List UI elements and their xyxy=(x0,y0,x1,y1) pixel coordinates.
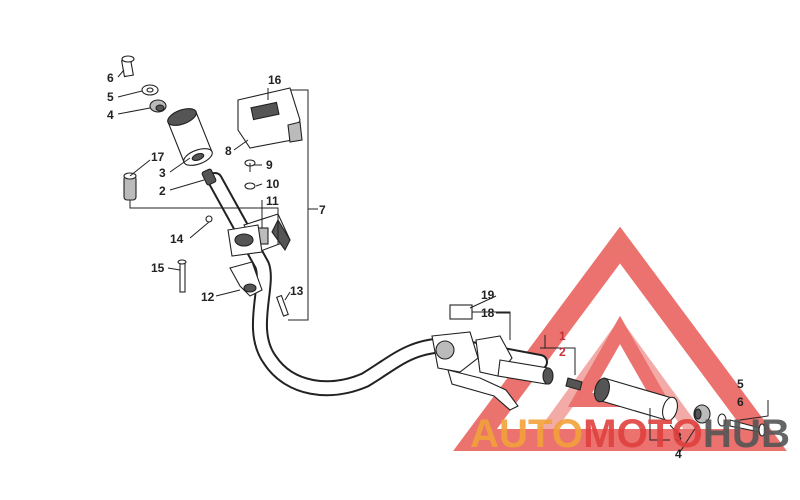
callout-14: 14 xyxy=(170,232,184,246)
bracket-17 xyxy=(129,200,279,245)
watermark-auto: AUTO xyxy=(470,412,583,456)
callout-17: 17 xyxy=(151,150,165,164)
callout-13: 13 xyxy=(290,284,304,298)
handlebar-tube-inner xyxy=(209,174,546,395)
part-end-cap-right xyxy=(693,404,711,424)
callout-11: 11 xyxy=(266,194,279,208)
bracket-18-19 xyxy=(472,311,511,340)
part-screw-9 xyxy=(244,159,256,172)
part-label-19 xyxy=(449,304,473,320)
part-insert-right xyxy=(565,377,583,391)
callout-12: 12 xyxy=(201,290,215,304)
bracket-1-2 xyxy=(544,335,576,375)
callout-18: 18 xyxy=(481,306,495,320)
part-cylinder xyxy=(123,172,137,201)
part-grip-right xyxy=(594,377,678,422)
watermark-logo xyxy=(453,226,787,451)
callout-5: 5 xyxy=(107,90,114,104)
part-washer-right xyxy=(717,413,727,427)
watermark-moto: MOTO xyxy=(583,412,703,456)
callout-4-right: 4 xyxy=(675,447,682,461)
part-screw-left xyxy=(121,55,135,78)
callout-labels: 6 5 4 3 2 17 16 8 9 10 11 7 14 15 12 13 … xyxy=(107,71,744,461)
bracket-3-4 xyxy=(649,408,670,441)
callout-2: 2 xyxy=(159,184,166,198)
callout-9: 9 xyxy=(266,158,273,172)
part-bolt-15 xyxy=(177,259,187,293)
callout-2-right: 2 xyxy=(559,345,566,359)
part-throttle-tube xyxy=(497,359,554,385)
bracket-7 xyxy=(288,89,309,321)
leader-lines xyxy=(117,69,699,453)
part-screw-right xyxy=(729,419,766,437)
bracket-5-6 xyxy=(739,400,769,421)
callout-10: 10 xyxy=(266,177,280,191)
callout-7: 7 xyxy=(319,203,326,217)
callout-3-right: 3 xyxy=(675,430,682,444)
part-switch-housing xyxy=(237,87,303,149)
part-end-cap-left xyxy=(149,99,167,113)
watermark-hub: HUB xyxy=(703,412,790,456)
part-lever-left xyxy=(229,261,263,297)
callout-3: 3 xyxy=(159,166,166,180)
callout-19: 19 xyxy=(481,288,495,302)
callout-5-right: 5 xyxy=(737,377,744,391)
part-grip-left xyxy=(167,108,213,166)
part-washer-10 xyxy=(244,182,256,190)
callout-6: 6 xyxy=(107,71,114,85)
callout-1: 1 xyxy=(559,329,566,343)
watermark-triangle-large xyxy=(453,226,787,451)
part-screw-13 xyxy=(275,294,289,317)
part-throttle-lever xyxy=(447,369,519,411)
part-washer-left xyxy=(141,84,159,96)
callout-15: 15 xyxy=(151,261,165,275)
callout-8: 8 xyxy=(225,144,232,158)
handlebar xyxy=(207,172,548,397)
svg-text:AUTOMOTOHUB: AUTOMOTOHUB xyxy=(470,412,790,456)
callout-16: 16 xyxy=(268,73,282,87)
part-insert-left xyxy=(201,168,217,186)
callout-6-right: 6 xyxy=(737,395,744,409)
callout-4: 4 xyxy=(107,108,114,122)
watermark-text: AUTOMOTOHUB xyxy=(470,412,790,456)
part-clamp-lower xyxy=(205,215,263,257)
